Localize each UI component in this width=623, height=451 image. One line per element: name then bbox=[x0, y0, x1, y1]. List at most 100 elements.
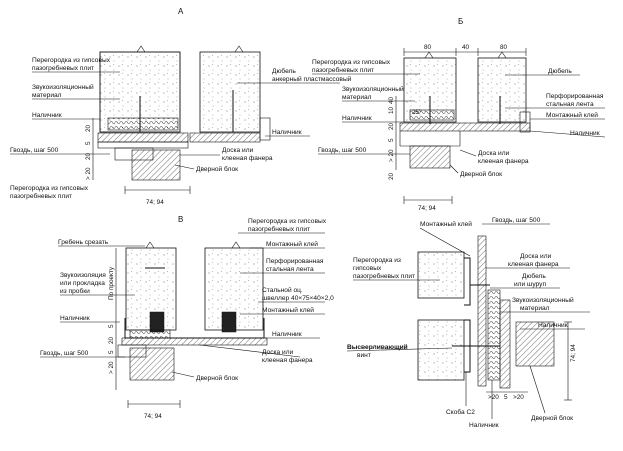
section-a-dim-20: 20 bbox=[85, 124, 92, 132]
section-b-label-tape-1: Перфорированная bbox=[546, 93, 604, 100]
section-g-label-board-1: Доска или bbox=[520, 253, 552, 260]
section-b-label-nail: Гвоздь, шаг 500 bbox=[318, 147, 367, 154]
section-b-label-glue: Монтажный клей bbox=[546, 111, 598, 119]
section-g-dim-gt20a: >20 bbox=[488, 394, 499, 401]
section-a-title: А bbox=[178, 7, 184, 16]
section-a-label-insulation-2: материал bbox=[32, 92, 62, 99]
section-a-dim-width: 74; 94 bbox=[146, 199, 164, 206]
section-a-insulation bbox=[107, 117, 179, 131]
section-a-label-dowel-1: Дюбель bbox=[272, 67, 296, 75]
section-v-label-insulation-2: или прокладка bbox=[60, 280, 105, 287]
section-v-door-block bbox=[129, 347, 175, 381]
section-b-insulation bbox=[409, 109, 455, 121]
section-g-label-casing-bottom: Наличник bbox=[469, 422, 499, 429]
section-a-label-casing-right: Наличник bbox=[272, 129, 302, 136]
section-a-wall-right bbox=[199, 51, 261, 133]
section-a: А 74; 94 20 5 20 > 20 Перегородка из гип… bbox=[10, 7, 352, 206]
section-v-label-partition-1: Перегородка из гипсовых bbox=[248, 218, 327, 225]
section-b-dim-20: 20 bbox=[388, 122, 395, 130]
section-g-label-partition-3: пазогребневых плит bbox=[353, 272, 415, 280]
section-b-title: Б bbox=[458, 17, 463, 26]
section-g-label-partition-1: Перегородка из bbox=[353, 257, 401, 264]
section-v-dim-5b: 5 bbox=[108, 350, 115, 354]
section-v-label-board-2: клееная фанера bbox=[262, 357, 313, 364]
section-g-dim-width: 74; 94 bbox=[570, 344, 577, 362]
section-v-label-casing: Наличник bbox=[60, 315, 90, 322]
section-b-board bbox=[399, 122, 531, 132]
section-a-dim-20b: 20 bbox=[85, 152, 92, 160]
section-a-label-door: Дверной блок bbox=[196, 165, 238, 173]
section-g-label-casing: Наличник bbox=[538, 322, 568, 329]
section-b-dim-80a: 80 bbox=[424, 44, 432, 51]
section-g-label-dowel-1: Дюбель bbox=[522, 272, 546, 280]
section-a-label-dowel-2: анкерный пластмассовый bbox=[272, 75, 352, 83]
section-a-dim-gt20: > 20 bbox=[85, 167, 92, 180]
section-v-label-channel-1: Стальной оц. bbox=[262, 286, 303, 294]
section-v: В По проекту 5 20 5 > 20 74; 94 Гребень … bbox=[40, 215, 334, 420]
section-v-label-tape-2: стальная лента bbox=[266, 266, 314, 273]
section-a-door-block bbox=[131, 149, 181, 181]
section-g-label-bracket: Скоба С2 bbox=[446, 408, 475, 416]
section-v-label-insulation-3: из пробки bbox=[60, 287, 90, 295]
section-b-label-door: Дверной блок bbox=[460, 170, 502, 178]
section-b-label-casing: Наличник bbox=[342, 115, 372, 122]
section-b-dim-10: 10 bbox=[388, 106, 395, 114]
section-b-label-board-2: клееная фанера bbox=[478, 158, 529, 165]
section-v-label-partition-2: пазогребневых плит bbox=[248, 225, 310, 233]
section-v-label-casing-right: Наличник bbox=[272, 331, 302, 338]
section-a-dim-5: 5 bbox=[85, 141, 92, 145]
section-b-dim-40v: 40 bbox=[388, 96, 395, 104]
section-a-label-nail: Гвоздь, шаг 500 bbox=[10, 147, 59, 154]
section-v-label-glue2: Монтажный клей bbox=[262, 306, 314, 314]
section-v-insulation bbox=[129, 329, 171, 339]
section-g-wall-top bbox=[417, 251, 465, 299]
section-v-label-door: Дверной блок bbox=[196, 374, 238, 382]
section-v-title: В bbox=[178, 215, 183, 224]
section-g-label-screw-2: винт bbox=[357, 352, 371, 359]
section-g-dim-gt20b: >20 bbox=[513, 394, 524, 401]
section-a-board bbox=[97, 132, 189, 143]
section-v-dim-20: 20 bbox=[108, 336, 115, 344]
section-v-dim-width: 74; 94 bbox=[144, 413, 162, 420]
section-b-label-dowel: Дюбель bbox=[548, 67, 572, 75]
section-b-dim-gt20: > 20 bbox=[388, 149, 395, 162]
section-a-label-partition-bottom-2: пазогребневых плит bbox=[10, 192, 72, 200]
section-g-label-nail: Гвоздь, шаг 500 bbox=[492, 217, 541, 224]
section-g-dim-5: 5 bbox=[504, 394, 508, 401]
section-g-wall-bottom bbox=[417, 319, 465, 381]
section-v-label-insulation-1: Звукоизоляция bbox=[60, 272, 106, 279]
section-a-label-board-2: клееная фанера bbox=[222, 155, 273, 162]
section-g-label-partition-2: гипсовых bbox=[353, 265, 382, 272]
section-g-label-dowel-2: или шуруп bbox=[514, 281, 546, 288]
section-b-dim-40: 40 bbox=[462, 44, 470, 51]
section-b-dim-width: 74; 94 bbox=[418, 205, 436, 212]
section-v-label-board-1: Доска или bbox=[262, 349, 294, 356]
section-b-label-tape-2: стальная лента bbox=[546, 101, 594, 108]
section-g-label-insulation-2: материал bbox=[520, 305, 550, 312]
section-b-label-partition-1: Перегородка из гипсовых bbox=[312, 59, 391, 66]
section-v-label-nail: Гвоздь, шаг 500 bbox=[40, 350, 89, 357]
section-b-door-block bbox=[409, 145, 451, 169]
section-v-label-ridge: Гребень срезать bbox=[58, 238, 109, 246]
section-v-board bbox=[121, 337, 268, 346]
section-v-dim-by-design: По проекту bbox=[108, 266, 115, 300]
section-b-label-insulation-2: материал bbox=[342, 94, 372, 101]
section-v-dim-gt20: > 20 bbox=[108, 361, 115, 374]
section-b-dim-80b: 80 bbox=[500, 44, 508, 51]
section-b-wall-right bbox=[477, 57, 527, 123]
section-b-dim-angle: 25° bbox=[412, 108, 422, 116]
section-b-label-insulation-1: Звукоизоляционный bbox=[342, 85, 404, 93]
section-b-dim-20b: 20 bbox=[388, 172, 395, 180]
section-b-label-board-1: Доска или bbox=[478, 150, 510, 157]
section-g-label-insulation-1: Звукоизоляционный bbox=[512, 296, 574, 304]
section-a-label-casing: Наличник bbox=[32, 112, 62, 119]
section-g-label-glue: Монтажный клей bbox=[420, 220, 472, 228]
section-v-label-glue: Монтажный клей bbox=[266, 240, 318, 248]
section-v-label-channel-2: швеллер 40×75×40×2,0 bbox=[262, 295, 334, 302]
section-g-insulation bbox=[487, 289, 501, 381]
section-b-dim-5: 5 bbox=[388, 138, 395, 142]
section-a-label-insulation-1: Звукоизоляционный bbox=[32, 83, 94, 91]
section-g-label-screw-1: Высверливающий bbox=[347, 343, 408, 351]
section-a-label-partition-2: пазогребневых плит bbox=[32, 64, 94, 72]
